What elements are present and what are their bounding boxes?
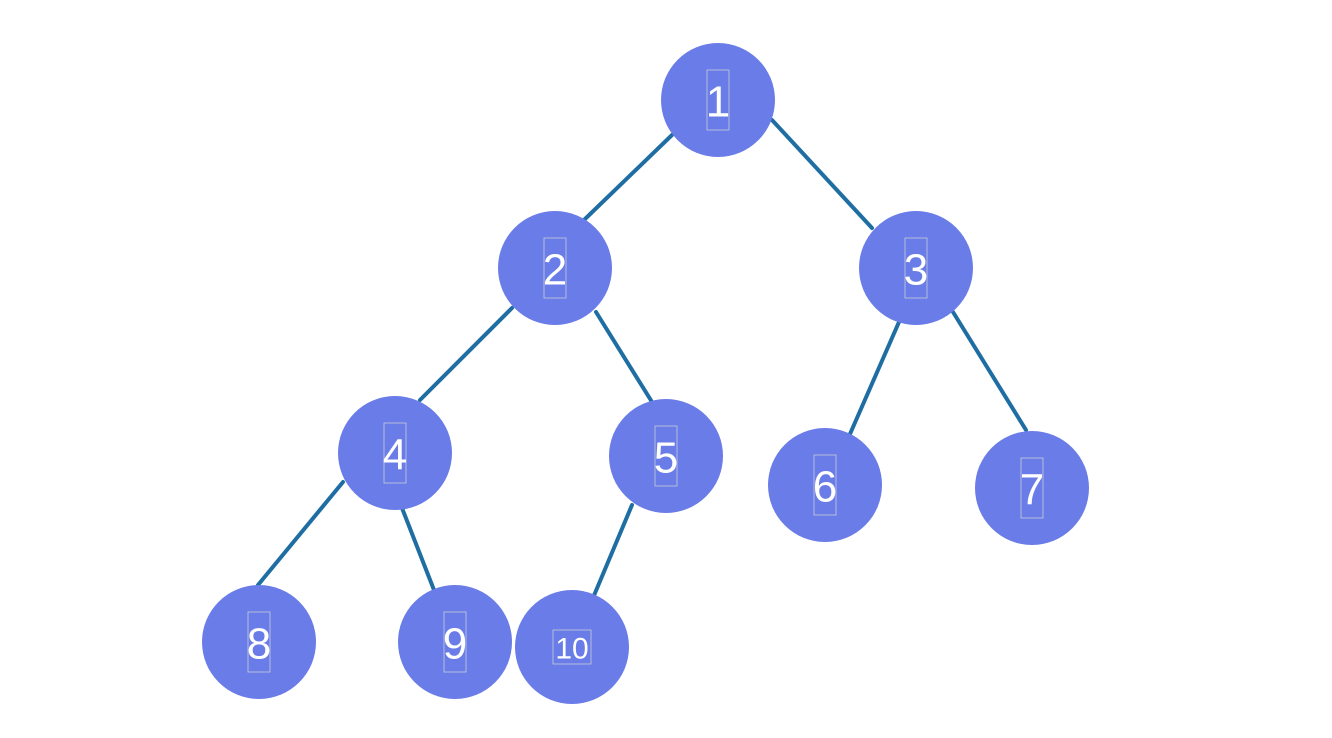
tree-node-3: 3 <box>859 211 973 325</box>
node-label-5: 5 <box>654 434 678 483</box>
edge-2-4 <box>418 306 514 402</box>
node-label-10: 10 <box>555 633 588 666</box>
node-label-box-1 <box>706 69 730 131</box>
node-circle-2 <box>498 211 612 325</box>
node-label-box-5 <box>654 425 678 487</box>
edge-2-5 <box>594 310 654 404</box>
node-circle-6 <box>768 428 882 542</box>
node-label-box-6 <box>813 454 837 516</box>
tree-node-6: 6 <box>768 428 882 542</box>
edge-5-10 <box>588 503 634 607</box>
edge-4-9 <box>400 506 436 592</box>
edge-3-7 <box>951 310 1028 432</box>
tree-node-9: 9 <box>398 585 512 699</box>
node-circle-7 <box>975 431 1089 545</box>
node-label-box-3 <box>904 237 928 299</box>
tree-edges <box>256 118 1028 607</box>
node-label-8: 8 <box>247 620 271 669</box>
tree-nodes: 1 2 3 4 5 6 7 8 9 10 <box>202 43 1089 704</box>
tree-node-2: 2 <box>498 211 612 325</box>
node-circle-5 <box>609 399 723 513</box>
node-label-4: 4 <box>383 431 407 480</box>
edge-3-6 <box>848 320 901 436</box>
tree-node-1: 1 <box>661 43 775 157</box>
node-label-box-10 <box>552 629 592 665</box>
node-label-9: 9 <box>443 620 467 669</box>
edge-4-8 <box>256 480 345 587</box>
node-circle-9 <box>398 585 512 699</box>
tree-node-5: 5 <box>609 399 723 513</box>
node-label-box-2 <box>543 237 567 299</box>
node-label-box-9 <box>443 611 467 673</box>
node-label-7: 7 <box>1020 466 1044 515</box>
node-label-box-7 <box>1020 457 1044 519</box>
node-circle-3 <box>859 211 973 325</box>
tree-node-8: 8 <box>202 585 316 699</box>
node-label-box-4 <box>383 422 407 484</box>
node-circle-1 <box>661 43 775 157</box>
tree-node-4: 4 <box>338 396 452 510</box>
edge-1-3 <box>770 118 874 230</box>
node-circle-8 <box>202 585 316 699</box>
node-label-6: 6 <box>813 463 837 512</box>
tree-node-7: 7 <box>975 431 1089 545</box>
edge-1-2 <box>582 133 674 222</box>
node-label-2: 2 <box>543 246 567 295</box>
node-circle-4 <box>338 396 452 510</box>
node-circle-10 <box>515 590 629 704</box>
node-label-3: 3 <box>904 246 928 295</box>
node-label-box-8 <box>247 611 271 673</box>
tree-node-10: 10 <box>515 590 629 704</box>
node-label-1: 1 <box>706 78 730 127</box>
